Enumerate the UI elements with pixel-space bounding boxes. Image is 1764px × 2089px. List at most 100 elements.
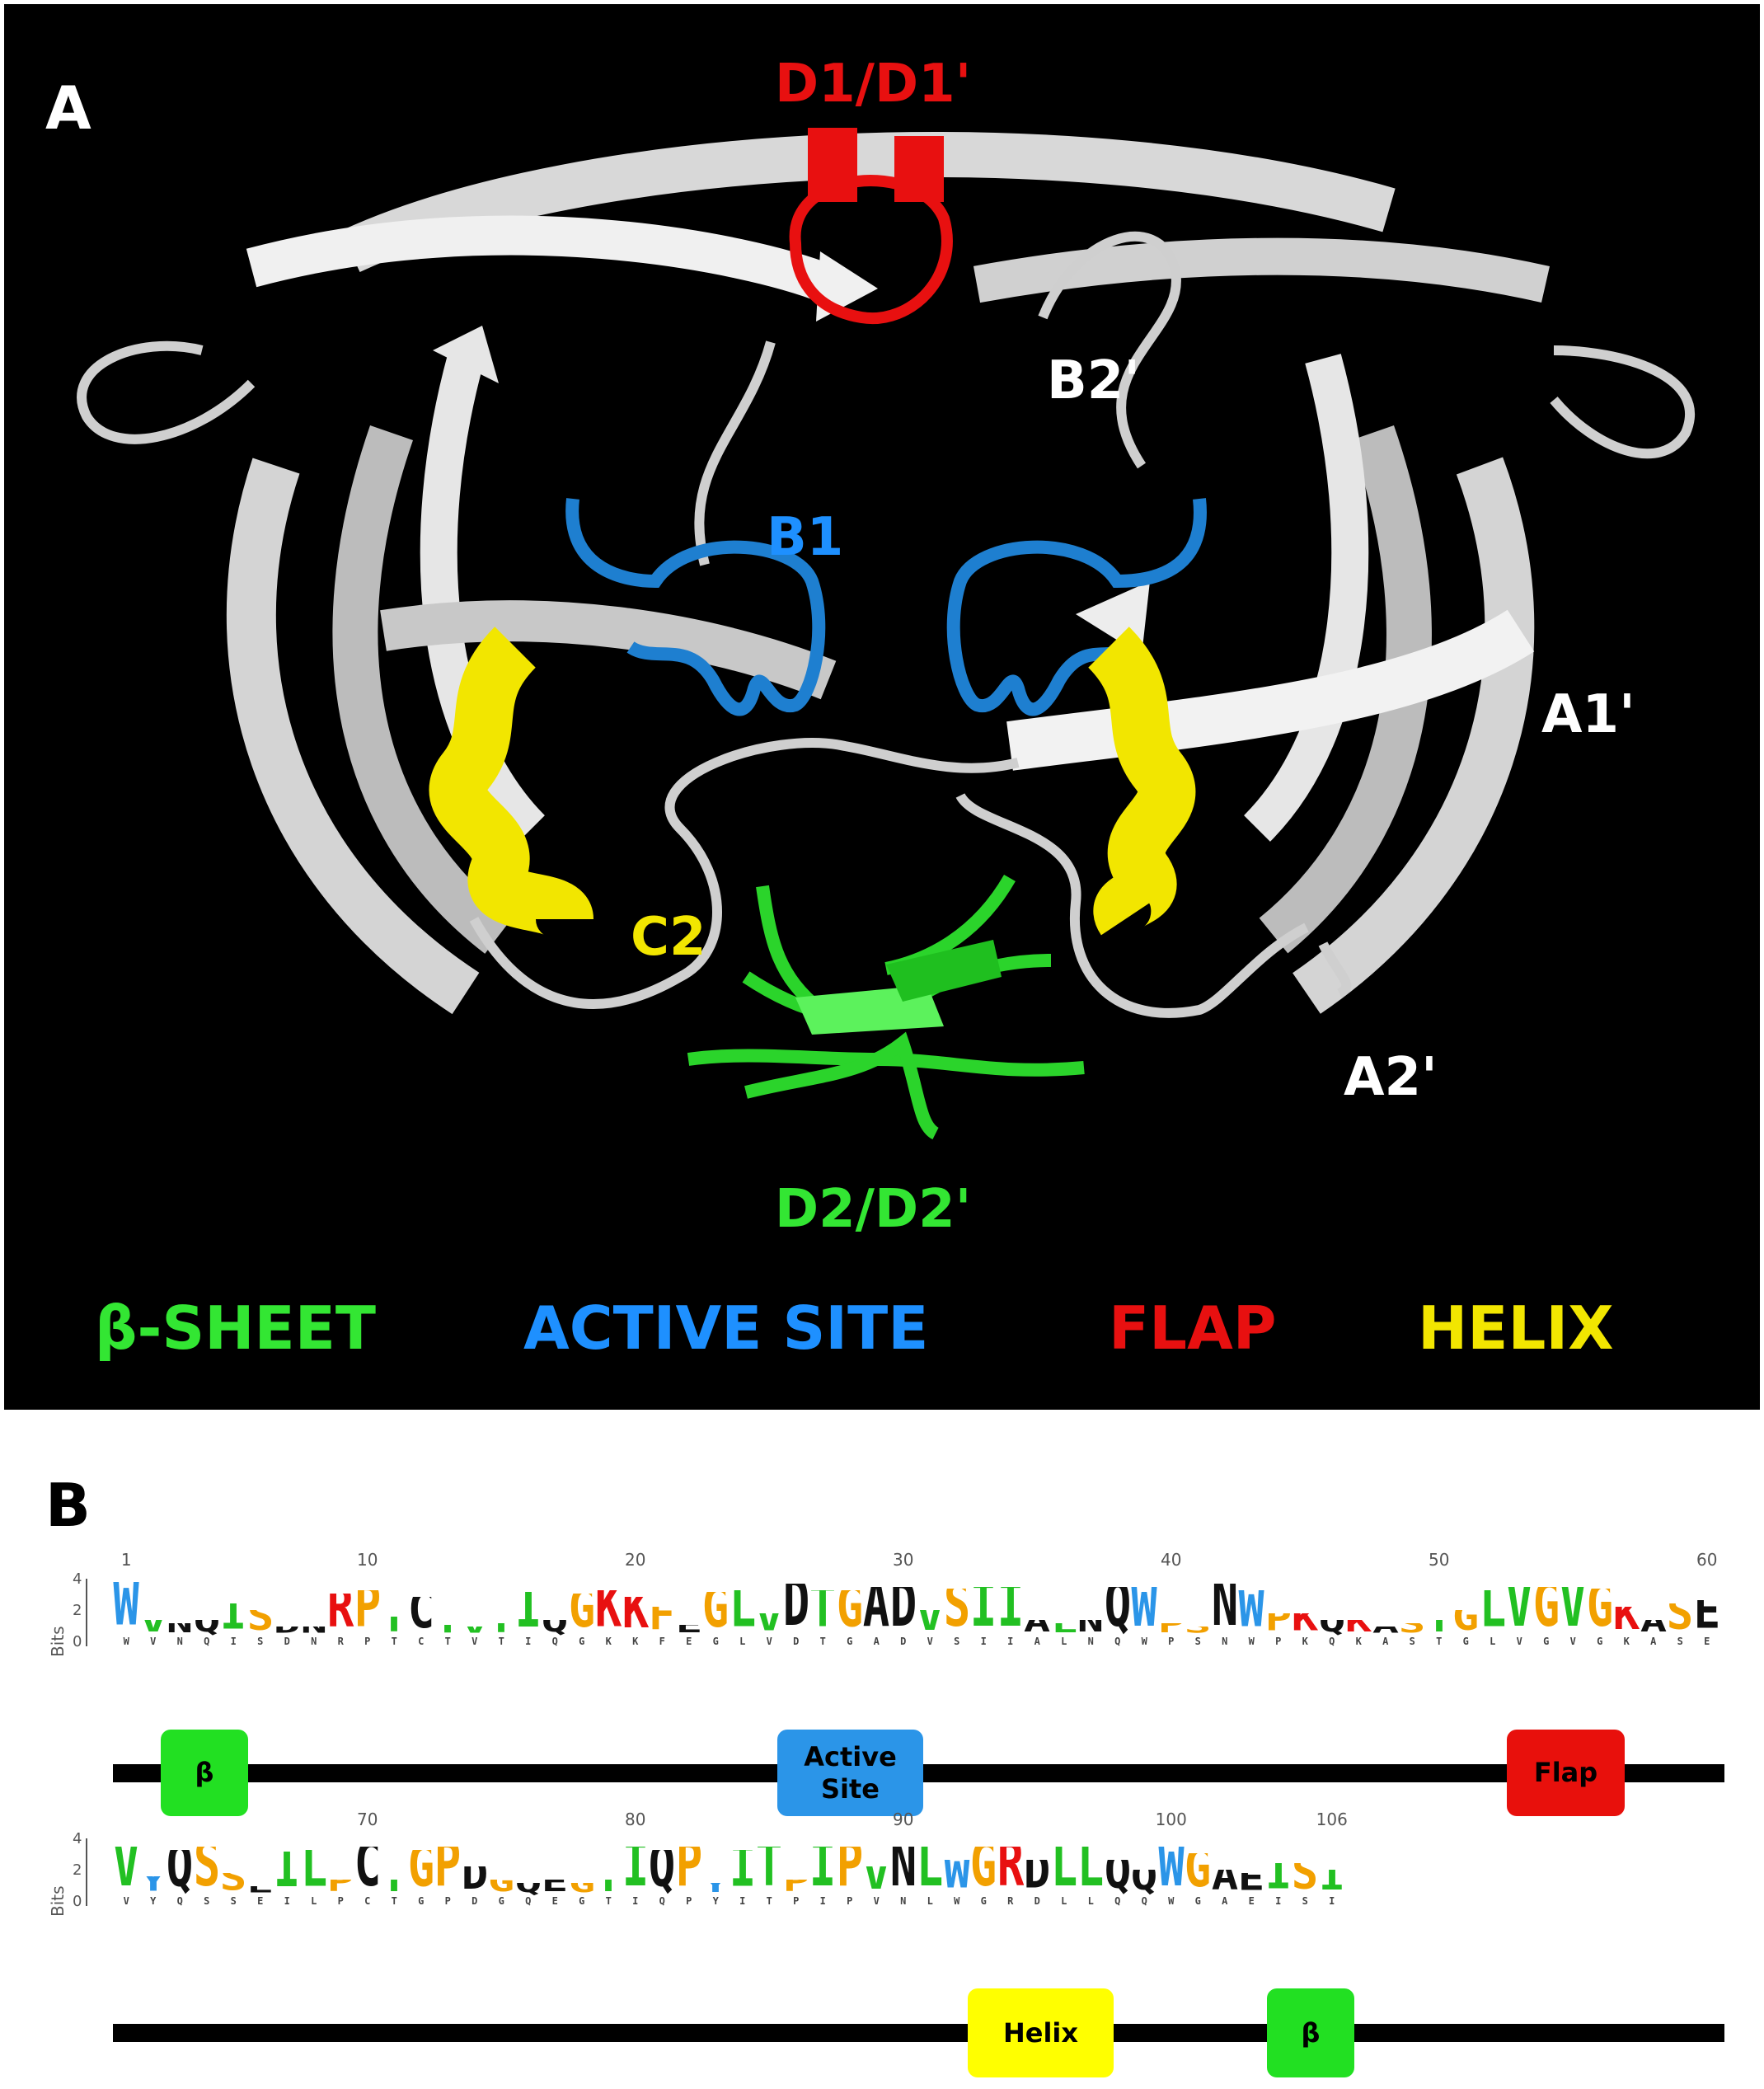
logo-letter-minor: Q [1141, 1895, 1147, 1906]
logo-letter: F [649, 1607, 676, 1640]
logo-letter-minor: Q [1329, 1636, 1335, 1646]
row2-ytick-4: 4 [73, 1830, 82, 1847]
logo-letter: Y [702, 1883, 730, 1899]
logo-letter-minor: S [204, 1895, 210, 1906]
logo-letter: I [220, 1603, 247, 1641]
logo-letter-minor: N [1087, 1636, 1094, 1646]
logo-letter: L [1077, 1847, 1105, 1901]
logo-letter-minor: P [364, 1636, 371, 1646]
logo-letter: P [675, 1847, 703, 1901]
logo-letter-minor: L [739, 1636, 746, 1646]
logo-letter: K [1345, 1620, 1372, 1639]
logo-letter-minor: Q [204, 1636, 210, 1646]
logo-letter-minor: S [1194, 1636, 1201, 1646]
logo-letter: D [889, 1587, 917, 1641]
position-tick: 80 [625, 1810, 646, 1829]
feature-active-site: Active Site [777, 1730, 923, 1816]
logo-letter-minor: T [819, 1636, 826, 1646]
logo-letter-minor: I [819, 1895, 826, 1906]
logo-letter-minor: V [123, 1895, 129, 1906]
logo-letter-minor: P [847, 1895, 853, 1906]
position-tick: 20 [625, 1550, 646, 1570]
logo-letter-minor: C [364, 1895, 371, 1906]
logo-letter-minor: W [1168, 1895, 1175, 1906]
logo-letter-minor: I [284, 1895, 290, 1906]
upper-right-ribbon [973, 237, 1550, 303]
logo-letter-minor: S [954, 1636, 960, 1646]
logo-letter: D [1024, 1860, 1051, 1900]
logo-letter: P [327, 1880, 354, 1899]
left-outer-loop [77, 340, 256, 444]
logo-letter: E [1238, 1873, 1265, 1899]
logo-letter-minor: D [1034, 1895, 1040, 1906]
logo-letter-minor: Q [1114, 1636, 1121, 1646]
row2-ytick-2: 2 [73, 1861, 82, 1879]
legend-beta-sheet: β-SHEET [95, 1293, 377, 1363]
logo-letter: G [702, 1592, 730, 1641]
logo-letter-minor: T [605, 1895, 612, 1906]
legend-helix: HELIX [1418, 1293, 1614, 1363]
logo-letter: S [193, 1847, 221, 1901]
logo-letter-minor: I [1007, 1636, 1014, 1646]
logo-letter-minor: R [337, 1636, 344, 1646]
logo-letter-minor: L [1490, 1636, 1496, 1646]
logo-letter: S [1292, 1863, 1319, 1900]
logo-letter-minor: G [418, 1895, 425, 1906]
logo-letter: E [675, 1625, 703, 1639]
label-a1-prime: A1' [1541, 684, 1635, 745]
logo-letter: I [729, 1850, 757, 1901]
logo-letter-minor: G [712, 1636, 719, 1646]
logo-letter-minor: L [311, 1895, 317, 1906]
logo-letter: A [863, 1587, 890, 1641]
logo-letter-minor: Q [551, 1636, 558, 1646]
logo-letter: Q [649, 1850, 676, 1901]
feature-beta-1: β [161, 1730, 248, 1816]
logo-letter: Q [167, 1850, 194, 1901]
label-d2: D2/D2' [775, 1179, 972, 1240]
panel-b-letter: B [45, 1471, 91, 1540]
logo-letter-minor: Y [712, 1895, 719, 1906]
logo-letter: I [1264, 1863, 1293, 1900]
flap-strand-left [808, 128, 857, 202]
logo-letter-minor: N [900, 1895, 907, 1906]
position-tick: 70 [357, 1810, 378, 1829]
logo-letter-minor: A [1382, 1636, 1389, 1646]
row2-y-axis [86, 1838, 87, 1906]
logo-letter: A [1024, 1620, 1051, 1639]
logo-letter-minor: D [900, 1636, 907, 1646]
position-tick: 1 [120, 1550, 132, 1570]
logo-letter-minor: K [1623, 1636, 1630, 1646]
logo-letter-minor: V [150, 1636, 157, 1646]
logo-letter: G [568, 1594, 596, 1641]
logo-letter: T [381, 1880, 408, 1899]
logo-letter-minor: T [498, 1636, 504, 1646]
logo-letter-minor: W [1248, 1636, 1255, 1646]
logo-letter: S [246, 1610, 274, 1640]
position-tick: 60 [1696, 1550, 1718, 1570]
label-a2-prime: A2' [1344, 1047, 1438, 1108]
